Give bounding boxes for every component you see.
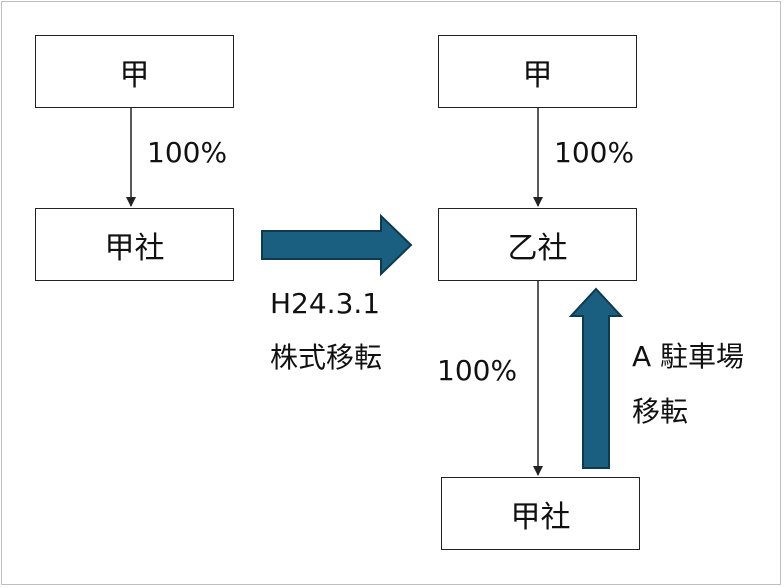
right-top-ownership-label: 100%: [554, 136, 635, 169]
transfer-action-label: 株式移転: [270, 341, 383, 374]
left-subsidiary-label: 甲社: [104, 230, 165, 266]
left-subsidiary-box: 甲社: [35, 208, 234, 281]
right-holding-box: 乙社: [438, 208, 637, 281]
right-bottom-ownership-label: 100%: [437, 354, 518, 387]
left-parent-label: 甲: [119, 57, 150, 93]
right-holding-label: 乙社: [507, 230, 568, 266]
right-subsidiary-box: 甲社: [441, 477, 640, 550]
right-subsidiary-label: 甲社: [510, 499, 571, 535]
left-parent-box: 甲: [35, 35, 234, 108]
right-parent-label: 甲: [522, 57, 553, 93]
asset-label: A 駐車場: [632, 340, 745, 373]
left-ownership-label: 100%: [147, 136, 228, 169]
asset-transfer-block-arrow: [568, 287, 624, 469]
transfer-date-label: H24.3.1: [270, 287, 381, 320]
share-transfer-block-arrow: [261, 213, 413, 277]
right-parent-box: 甲: [438, 35, 637, 108]
asset-action-label: 移転: [632, 395, 689, 428]
